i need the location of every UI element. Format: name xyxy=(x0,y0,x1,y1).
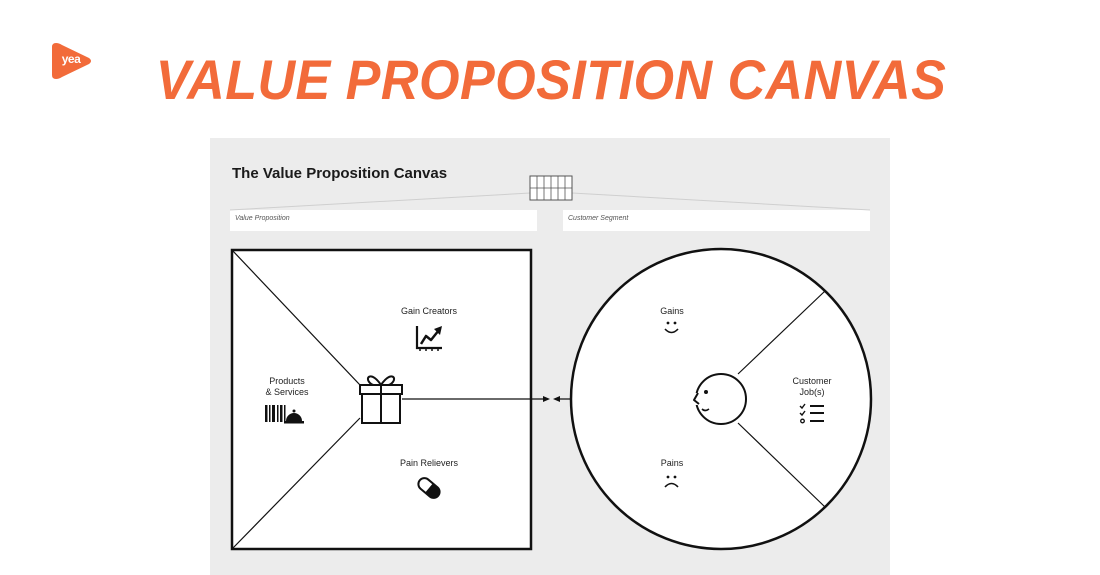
barcode-icon xyxy=(265,405,286,422)
canvas-heading: The Value Proposition Canvas xyxy=(232,165,448,182)
customer-segment-label: Customer Segment xyxy=(568,215,629,222)
products-services-label-line1: Products xyxy=(269,376,305,386)
play-badge-logo-icon xyxy=(52,43,91,79)
customer-segment-strip: Customer Segment xyxy=(563,210,870,231)
gift-icon xyxy=(359,375,403,424)
canvas-panel: The Value Proposition Canvas Value Propo… xyxy=(210,138,890,575)
value-proposition-strip: Value Proposition xyxy=(230,210,537,231)
products-services-label-line2: & Services xyxy=(265,387,309,397)
gain-creators-label: Gain Creators xyxy=(401,306,458,316)
logo-text: yea xyxy=(61,52,81,66)
checklist-icon xyxy=(799,403,824,424)
pain-relievers-label: Pain Relievers xyxy=(400,458,459,468)
customer-jobs-label-line2: Job(s) xyxy=(799,387,824,397)
brand-logo: yea xyxy=(50,39,94,83)
value-proposition-diagram: Gain Creators Products & Services Pain R… xyxy=(229,175,873,551)
page-title: VALUE PROPOSITION CANVAS xyxy=(155,48,947,111)
gains-label: Gains xyxy=(660,306,684,316)
pill-icon xyxy=(417,477,441,499)
face-profile-icon xyxy=(693,390,710,412)
customer-jobs-label-line1: Customer xyxy=(792,376,831,386)
customer-profile-circle xyxy=(569,247,873,551)
service-bell-icon xyxy=(284,409,304,424)
growth-chart-icon xyxy=(415,326,442,351)
mini-canvas-icon xyxy=(229,175,871,211)
frown-icon xyxy=(664,475,679,488)
smile-icon xyxy=(664,321,679,334)
pains-label: Pains xyxy=(661,458,684,468)
value-proposition-label: Value Proposition xyxy=(235,215,290,222)
